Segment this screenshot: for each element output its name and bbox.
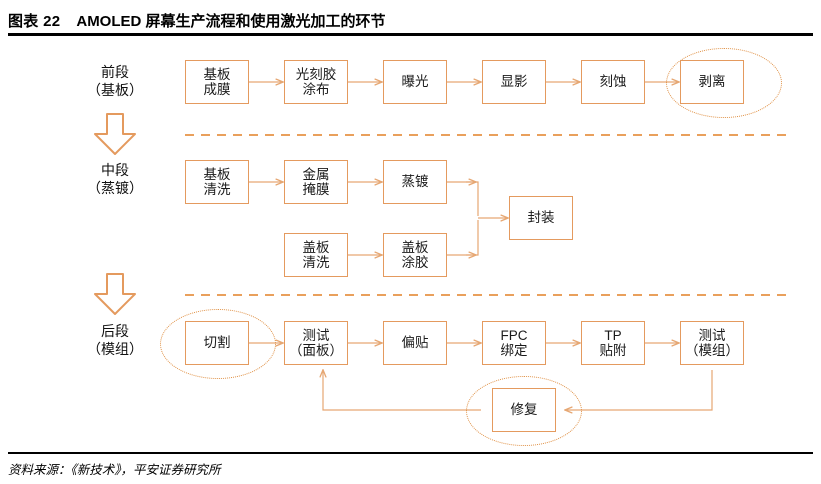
node-development[interactable]: 显影 <box>482 60 546 104</box>
connector-layer <box>185 40 790 450</box>
figure-number: 图表 22 <box>8 13 61 30</box>
highlight-ellipse-repair <box>466 376 582 446</box>
node-cover-clean[interactable]: 盖板 清洗 <box>284 233 348 277</box>
node-exposure[interactable]: 曝光 <box>383 60 447 104</box>
node-test-panel[interactable]: 测试 （面板） <box>284 321 348 365</box>
node-tp-attach[interactable]: TP 贴附 <box>581 321 645 365</box>
node-polarizer[interactable]: 偏贴 <box>383 321 447 365</box>
figure-header: 图表 22 AMOLED 屏幕生产流程和使用激光加工的环节 <box>8 8 813 36</box>
stage-label-front-end: 前段 （基板） <box>87 64 143 98</box>
node-etching[interactable]: 刻蚀 <box>581 60 645 104</box>
node-repair[interactable]: 修复 <box>492 388 556 432</box>
figure-title: AMOLED 屏幕生产流程和使用激光加工的环节 <box>76 13 386 30</box>
node-cutting[interactable]: 切割 <box>185 321 249 365</box>
figure-footer: 资料来源：《新技术》，平安证券研究所 <box>8 452 813 478</box>
node-evaporation[interactable]: 蒸镀 <box>383 160 447 204</box>
stage-label-back-end: 后段 （模组） <box>87 323 143 357</box>
node-cover-glue[interactable]: 盖板 涂胶 <box>383 233 447 277</box>
node-substrate-film[interactable]: 基板 成膜 <box>185 60 249 104</box>
node-fpc-bonding[interactable]: FPC 绑定 <box>482 321 546 365</box>
highlight-ellipse-stripping <box>666 48 782 118</box>
node-test-module[interactable]: 测试 （模组） <box>680 321 744 365</box>
stage-arrow-front-to-mid-icon <box>94 113 136 155</box>
flowchart-canvas: 前段 （基板） 中段 （蒸镀） 后段 （模组） 基板 成膜 光刻胶 涂布 曝光 … <box>0 40 821 450</box>
stage-label-mid-end: 中段 （蒸镀） <box>87 162 143 196</box>
node-metal-mask[interactable]: 金属 掩膜 <box>284 160 348 204</box>
source-note: 资料来源：《新技术》，平安证券研究所 <box>8 462 221 477</box>
node-encapsulation[interactable]: 封装 <box>509 196 573 240</box>
node-photoresist-coat[interactable]: 光刻胶 涂布 <box>284 60 348 104</box>
node-stripping[interactable]: 剥离 <box>680 60 744 104</box>
highlight-ellipse-cutting <box>160 309 276 379</box>
stage-arrow-mid-to-back-icon <box>94 273 136 315</box>
node-substrate-clean[interactable]: 基板 清洗 <box>185 160 249 204</box>
